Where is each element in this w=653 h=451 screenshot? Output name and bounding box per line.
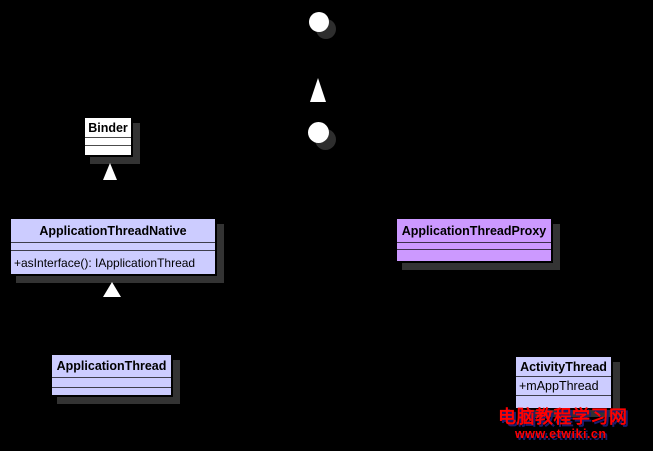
attributes-compartment bbox=[397, 243, 551, 250]
watermark-site-url: www.etwiki.cn bbox=[515, 427, 607, 441]
attributes-compartment bbox=[85, 138, 131, 146]
watermark-site-name: 电脑教程学习网 bbox=[498, 407, 628, 427]
attributes-compartment bbox=[52, 378, 171, 388]
interface-lollipop-middle-icon[interactable] bbox=[308, 122, 329, 143]
attribute-mappthread: +mAppThread bbox=[519, 379, 599, 393]
class-title: ApplicationThreadProxy bbox=[397, 219, 551, 243]
operations-compartment bbox=[85, 146, 131, 155]
generalization-arrow-center-icon[interactable] bbox=[310, 78, 326, 102]
attributes-compartment bbox=[11, 243, 215, 251]
class-box-application-thread[interactable]: ApplicationThread bbox=[50, 353, 173, 397]
class-title: Binder bbox=[85, 118, 131, 138]
generalization-arrow-native-icon[interactable] bbox=[103, 282, 121, 297]
class-box-application-thread-proxy[interactable]: ApplicationThreadProxy bbox=[395, 217, 553, 263]
class-box-binder[interactable]: Binder bbox=[83, 116, 133, 157]
operation-asinterface: +asInterface(): IApplicationThread bbox=[14, 255, 196, 270]
class-box-activity-thread[interactable]: ActivityThread +mAppThread bbox=[514, 355, 613, 410]
generalization-arrow-binder-icon[interactable] bbox=[103, 163, 117, 180]
class-title: ActivityThread bbox=[516, 357, 611, 377]
interface-lollipop-top-icon[interactable] bbox=[309, 12, 329, 32]
attributes-compartment: +mAppThread bbox=[516, 377, 611, 396]
operations-compartment bbox=[52, 388, 171, 395]
operations-compartment: +asInterface(): IApplicationThread bbox=[11, 251, 215, 274]
class-box-application-thread-native[interactable]: ApplicationThreadNative +asInterface(): … bbox=[9, 217, 217, 276]
operations-compartment bbox=[397, 250, 551, 261]
class-title: ApplicationThreadNative bbox=[11, 219, 215, 243]
class-title: ApplicationThread bbox=[52, 355, 171, 378]
